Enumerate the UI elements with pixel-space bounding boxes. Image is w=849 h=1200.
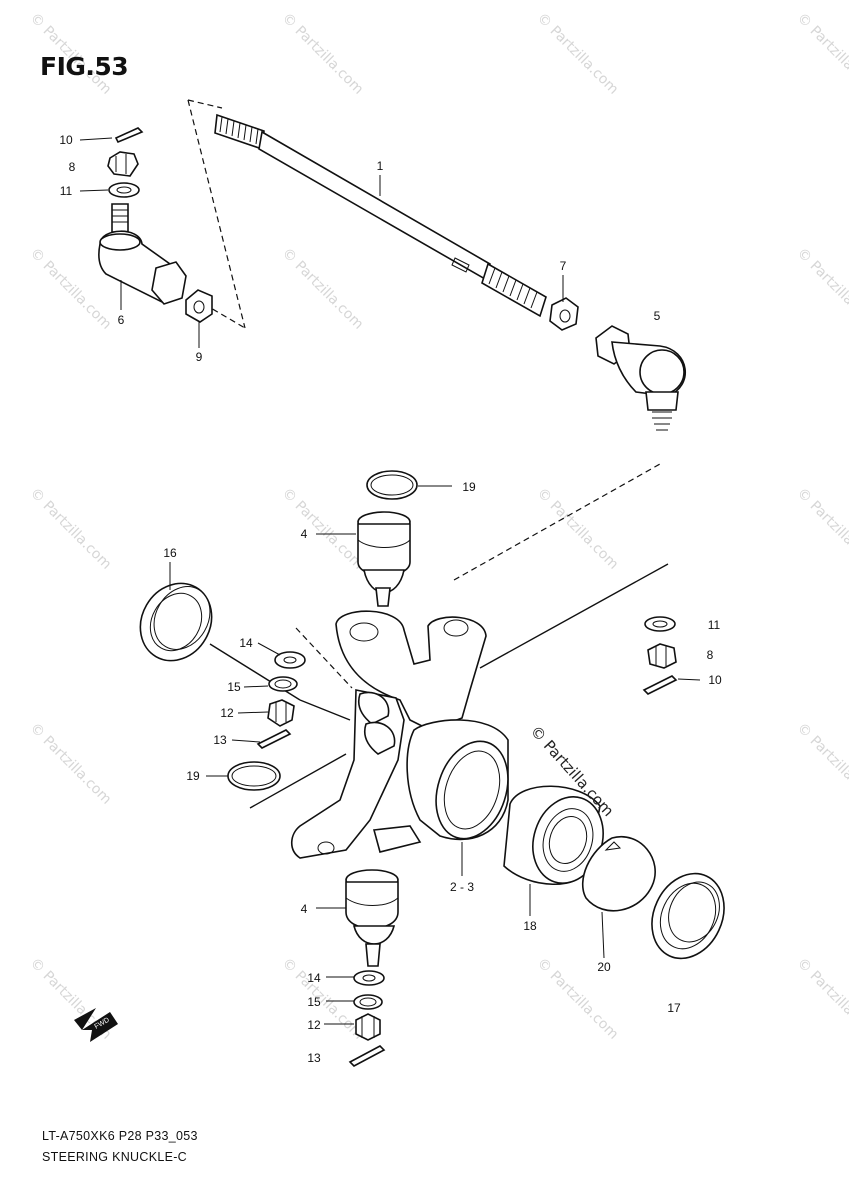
washer-14-bottom xyxy=(353,970,385,986)
callout-13: 13 xyxy=(213,733,227,747)
callout-11: 11 xyxy=(59,184,73,198)
callout-20: 20 xyxy=(597,960,611,974)
figure-name: STEERING KNUCKLE-C xyxy=(42,1150,188,1164)
ball-joint-4-bottom xyxy=(345,869,399,967)
callout-19: 19 xyxy=(462,480,476,494)
washer-11-right xyxy=(644,616,676,632)
callout-15: 15 xyxy=(227,680,241,694)
bearing-18 xyxy=(503,785,604,885)
callout-1: 1 xyxy=(376,159,384,173)
callout-16: 16 xyxy=(163,546,177,560)
cotter-pin-13-bottom xyxy=(348,1045,386,1067)
seal-16 xyxy=(139,582,213,662)
callout-15: 15 xyxy=(307,995,321,1009)
tie-rod-end-5 xyxy=(595,325,686,431)
castle-nut-12-mid xyxy=(267,699,295,727)
leader-lines xyxy=(79,137,701,1025)
nut-9 xyxy=(185,289,213,323)
tie-rod-end-6 xyxy=(98,203,187,305)
cotter-pin-10-right xyxy=(642,675,678,695)
forward-arrow-icon: FWD xyxy=(74,1008,118,1042)
figure-code: LT-A750XK6 P28 P33_053 xyxy=(42,1129,198,1143)
callout-14: 14 xyxy=(239,636,253,650)
snap-ring-20 xyxy=(581,835,656,912)
castle-nut-8-top xyxy=(107,151,139,177)
callout-17: 17 xyxy=(667,1001,681,1015)
washer-15-bottom xyxy=(353,994,383,1010)
callout-10: 10 xyxy=(59,133,73,147)
cotter-pin-10-top xyxy=(114,127,144,144)
callout-8: 8 xyxy=(706,648,714,662)
washer-11-top xyxy=(108,182,140,198)
lock-nut-7 xyxy=(549,297,579,331)
callout-11: 11 xyxy=(707,618,721,632)
seal-17 xyxy=(651,872,725,960)
tie-rod-guide-lines xyxy=(187,99,246,329)
callout-14: 14 xyxy=(307,971,321,985)
assembly-guide-lines xyxy=(209,463,669,809)
callout-19: 19 xyxy=(186,769,200,783)
castle-nut-12-bottom xyxy=(355,1013,381,1041)
figure-title: FIG.53 xyxy=(40,52,129,81)
callout-2-3: 2 - 3 xyxy=(449,880,475,894)
steering-knuckle xyxy=(290,610,509,859)
callout-18: 18 xyxy=(523,919,537,933)
callout-6: 6 xyxy=(117,313,125,327)
castle-nut-8-right xyxy=(647,643,677,669)
callout-13: 13 xyxy=(307,1051,321,1065)
tie-rod xyxy=(214,113,547,318)
circlip-19-mid xyxy=(227,761,281,791)
ball-joint-4-top xyxy=(357,511,411,607)
washer-15-mid xyxy=(268,676,298,692)
cotter-pin-13-mid xyxy=(256,729,292,749)
callout-9: 9 xyxy=(195,350,203,364)
callout-12: 12 xyxy=(220,706,234,720)
callout-8: 8 xyxy=(68,160,76,174)
callout-10: 10 xyxy=(708,673,722,687)
callout-7: 7 xyxy=(559,259,567,273)
callout-5: 5 xyxy=(653,309,661,323)
washer-14-mid xyxy=(274,651,306,669)
callout-12: 12 xyxy=(307,1018,321,1032)
circlip-19-top xyxy=(366,470,418,500)
callout-4: 4 xyxy=(300,902,308,916)
callout-4: 4 xyxy=(300,527,308,541)
